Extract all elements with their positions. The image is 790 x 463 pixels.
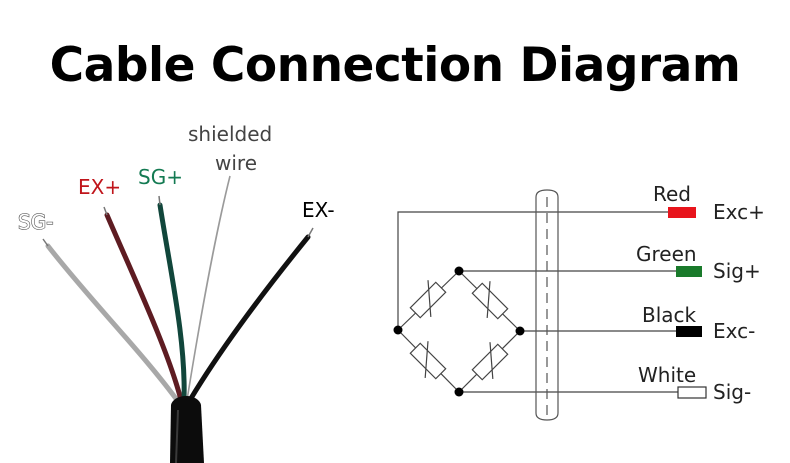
shielded-wire [186, 175, 231, 401]
sg-minus-label: SG- [18, 210, 53, 234]
wire-label-red: Red [653, 182, 691, 206]
shield-cylinder [535, 189, 559, 421]
ex-minus-label: EX- [302, 198, 335, 222]
strain-gauge-tr [471, 281, 509, 320]
green-connector [676, 266, 702, 277]
cable-illustration [42, 175, 314, 463]
signal-label-exc-plus: Exc+ [713, 200, 765, 224]
white-connector [677, 386, 707, 399]
ex-plus-wire-tip [103, 206, 108, 216]
wire-label-black: Black [642, 303, 697, 327]
exc-plus-line [397, 211, 668, 330]
page-title: Cable Connection Diagram [49, 38, 741, 93]
ex-minus-wire-tip [307, 227, 314, 238]
cable-jacket [170, 396, 204, 463]
bridge-node-left [393, 325, 403, 335]
shielded-wire-label-line1: shielded [188, 122, 272, 146]
wire-label-white: White [638, 363, 696, 387]
sg-minus-wire-tip [42, 238, 49, 247]
wire-label-green: Green [636, 242, 697, 266]
strain-gauge-bl [409, 341, 447, 380]
bridge-node-top [454, 266, 464, 276]
sg-plus-label: SG+ [138, 165, 183, 189]
black-connector [676, 326, 702, 337]
ex-plus-wire [104, 212, 184, 403]
ex-plus-label: EX+ [78, 175, 121, 199]
strain-gauge-br [471, 342, 509, 381]
bridge-node-bottom [454, 387, 464, 397]
signal-label-sig-minus: Sig- [713, 380, 751, 404]
red-connector [668, 207, 696, 218]
cable-jacket-highlight [175, 409, 179, 463]
shielded-wire-label-line2: wire [215, 151, 257, 175]
strain-gauge-tl [409, 280, 447, 319]
sg-plus-wire [157, 202, 187, 403]
ex-minus-wire [187, 234, 311, 403]
signal-label-sig-plus: Sig+ [713, 259, 761, 283]
bridge-node-right [515, 326, 525, 336]
sg-minus-wire [45, 243, 180, 403]
sg-plus-wire-tip [158, 195, 161, 206]
signal-label-exc-minus: Exc- [713, 319, 755, 343]
